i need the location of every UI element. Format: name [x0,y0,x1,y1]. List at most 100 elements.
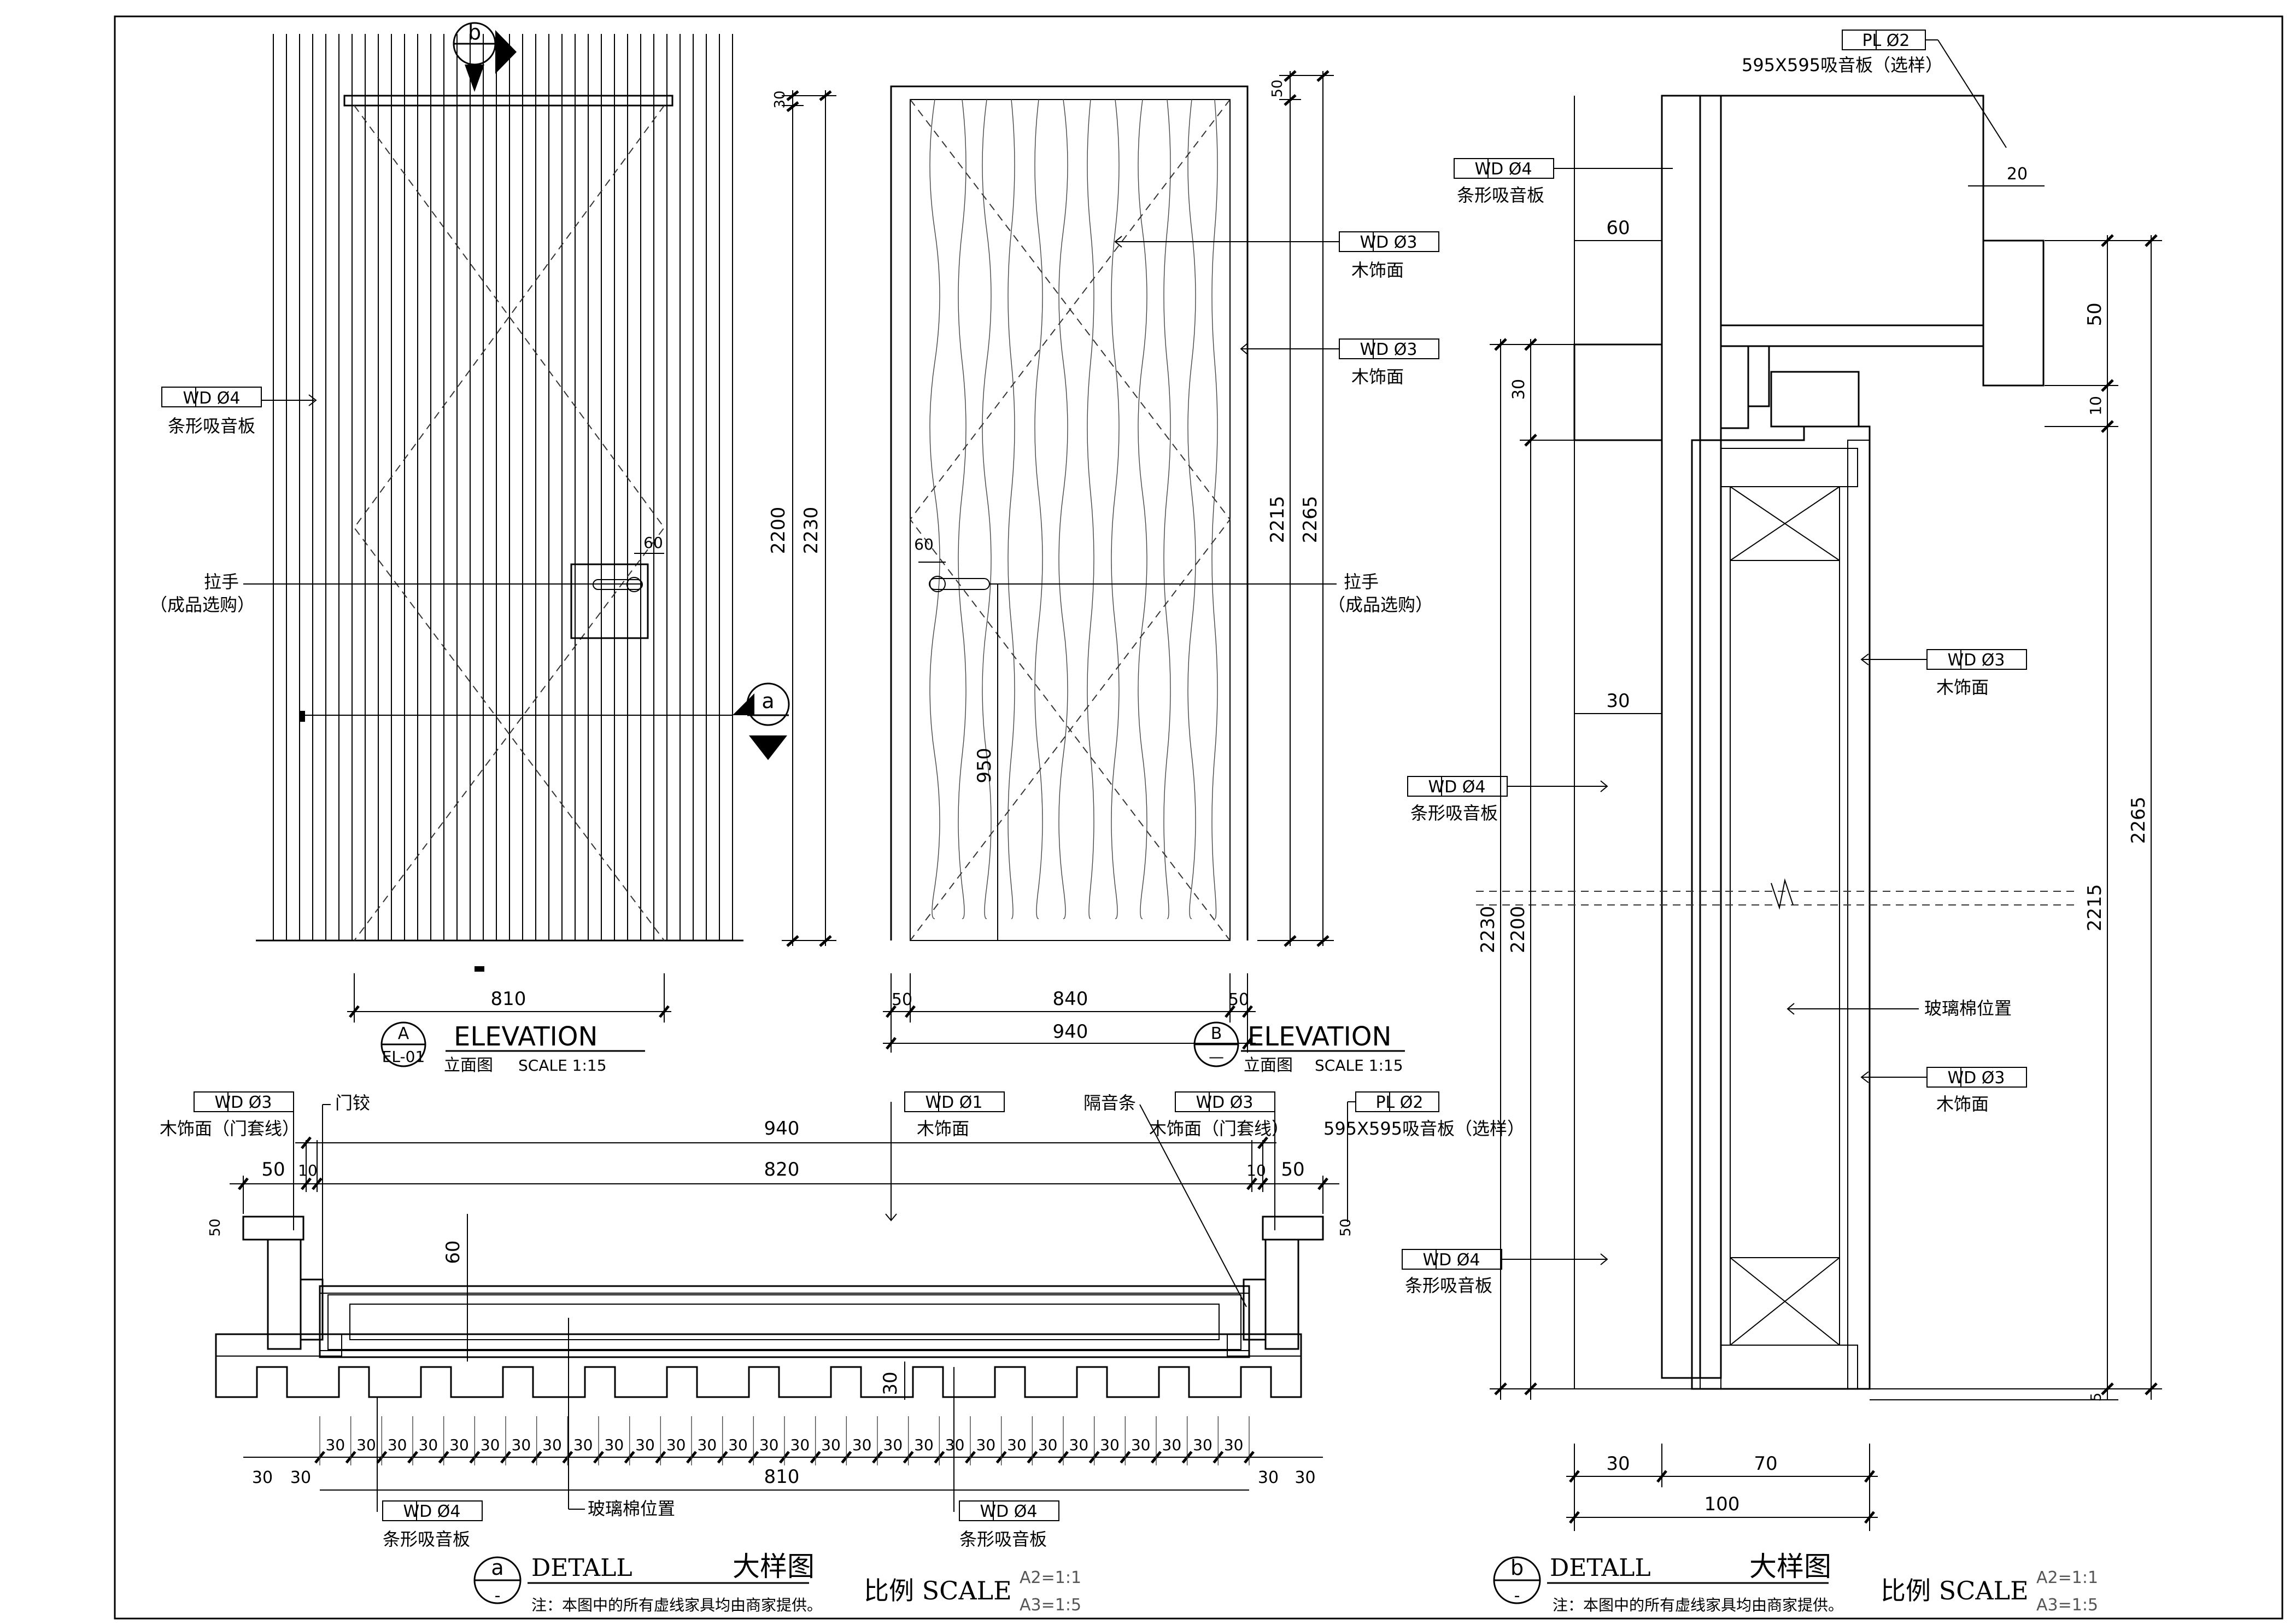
label-glass-wool-detail-a: 玻璃棉位置 [588,1498,675,1519]
label-wood-finish-detail-b-1: 木饰面 [1936,677,1989,698]
dim-840-b: 840 [1053,988,1088,1010]
tag-wd04-detail-a-1: WD Ø4 [403,1502,461,1521]
label-ceiling-panel-detail-b: 595X595吸音板（选样） [1742,55,1943,75]
elevation-a-title: ELEVATION [454,1021,598,1052]
tag-wd04-detail-b-3: WD Ø4 [1423,1251,1480,1270]
slat-dim-label: 30 [1193,1436,1213,1454]
edge-dim-label: 30 [1295,1468,1315,1487]
dim-30-bottom-detail-b: 30 [1606,1453,1630,1475]
label-acoustic-strip-elev-a: 条形吸音板 [168,416,255,436]
slat-dim-label: 30 [666,1436,686,1454]
dim-810-detail-a: 810 [764,1466,800,1488]
edge-dim-label: 30 [1258,1468,1279,1487]
elevation-a: b a 2200 2230 30 60 810 WD Ø4 [150,20,836,1075]
slat-dim-label: 30 [759,1436,779,1454]
dim-940-detail-a: 940 [764,1118,800,1140]
elevation-b: 60 950 2215 2265 50 50 840 50 940 [883,70,1439,1075]
elevation-b-ref: — [1209,1048,1224,1066]
slat-dims: 30 30 30 30 30 30 30 30 30 30 30 30 30 30 30 30 30 30 30 30… [252,1416,1316,1487]
slat-dim-label: 30 [821,1436,841,1454]
label-wood-casing-detail-a-2: 木饰面（门套线） [1149,1118,1289,1139]
edge-dim-label: 30 [290,1468,311,1487]
label-wood-casing-detail-a-1: 木饰面（门套线） [160,1118,300,1139]
slat-dim-label: 30 [481,1436,500,1454]
dim-5-detail-b: 5 [2088,1393,2105,1402]
dim-2200-a: 2200 [768,507,789,554]
detail-a-letter: a [491,1556,503,1580]
detail-a-title: DETALL [531,1554,632,1582]
elevation-a-scale: SCALE 1:15 [518,1056,607,1074]
label-handle-note-elev-a: （成品选购） [150,594,255,615]
wall-section [1661,95,1701,1379]
label-acoustic-strip-detail-a-2: 条形吸音板 [959,1529,1047,1550]
detail-b-scale-label: 比例 SCALE [1881,1576,2029,1605]
slat-dim-label: 30 [1007,1436,1027,1454]
dim-50-left-b: 50 [892,990,912,1009]
elevation-b-scale: SCALE 1:15 [1315,1056,1403,1074]
tag-wd03-elev-b-1: WD Ø3 [1360,233,1418,252]
slat-dim-label: 30 [945,1436,965,1454]
elevation-b-letter: B [1211,1024,1222,1043]
tag-wd04-detail-b-2: WD Ø4 [1428,778,1486,797]
label-wood-finish-detail-b-2: 木饰面 [1936,1094,1989,1114]
dim-50-jamb-right: 50 [1338,1218,1354,1236]
dim-940-b: 940 [1053,1021,1088,1043]
slat-dim-label: 30 [605,1436,624,1454]
door-handle-plate [570,563,649,639]
door-leaf-vertical [1691,425,1871,1390]
label-acoustic-strip-detail-b-1: 条形吸音板 [1457,185,1544,206]
slat-dim-label: 30 [1038,1436,1058,1454]
dim-30-top-detail-b: 30 [1509,379,1528,400]
ceiling-block [1720,95,1984,326]
dim-10-left-detail-a: 10 [298,1161,318,1179]
dim-820-detail-a: 820 [764,1159,800,1181]
detail-b-note: 注：本图中的所有虚线家具均由商家提供。 [1553,1596,1843,1614]
dim-10-detail-b: 10 [2087,396,2105,416]
detail-a-note: 注：本图中的所有虚线家具均由商家提供。 [531,1596,822,1614]
elevation-a-letter: A [398,1024,409,1043]
tag-wd03-detail-b-2: WD Ø3 [1948,1068,2005,1088]
detail-a-dash: - [495,1586,501,1605]
detail-b-dash: - [1514,1586,1520,1605]
detail-a-scale-a2: A2=1:1 [1020,1568,1081,1587]
slat-dim-label: 30 [1100,1436,1120,1454]
slat-dim-label: 30 [512,1436,531,1454]
dim-2230-detail-b: 2230 [1477,906,1499,954]
label-acoustic-strip-detail-a-1: 条形吸音板 [383,1529,470,1550]
slat-dim-label: 30 [1224,1436,1244,1454]
slat-dim-label: 30 [388,1436,407,1454]
dim-50-top-b: 50 [1269,79,1286,97]
slat-dim-label: 30 [356,1436,376,1454]
detail-b: 2230 2200 30 50 10 2215 2265 5 60 30 20 [1402,30,2162,1615]
dim-2215-detail-b: 2215 [2084,884,2106,932]
detail-a-scale-a3: A3=1:5 [1020,1596,1081,1615]
tag-wd03-detail-a-1: WD Ø3 [215,1093,272,1112]
tag-pl02-detail-a: PL Ø2 [1375,1093,1423,1112]
dim-60-handle-a: 60 [643,534,663,552]
dim-2265-b: 2265 [1299,496,1321,544]
dim-30-mid-detail-b: 30 [1606,690,1630,712]
section-marker-a: a [762,689,774,713]
dim-10-right-detail-a: 10 [1246,1161,1266,1179]
sheet-border [114,15,2283,1620]
dim-2230-a: 2230 [800,507,822,554]
dim-60-detail-a: 60 [442,1240,464,1264]
edge-dim-label: 30 [252,1468,273,1487]
dim-810-a: 810 [491,988,526,1010]
wood-grain [929,99,1218,919]
tag-wd03-detail-a-2: WD Ø3 [1196,1093,1254,1112]
label-handle-note-elev-b: （成品选购） [1328,594,1433,615]
dim-50-right-detail-a: 50 [1281,1159,1304,1181]
slat-dim-label: 30 [790,1436,810,1454]
elevation-b-subtitle: 立面图 [1244,1056,1293,1075]
dim-50-left-detail-a: 50 [261,1159,285,1181]
dim-60-detail-b: 60 [1606,217,1630,239]
slat-dim-label: 30 [542,1436,562,1454]
slat-dim-label: 30 [326,1436,345,1454]
label-hinge-detail-a: 门铰 [335,1093,370,1113]
slat-dim-label: 30 [883,1436,903,1454]
acoustic-slats [273,34,733,940]
dim-60-handle-b: 60 [914,535,934,553]
